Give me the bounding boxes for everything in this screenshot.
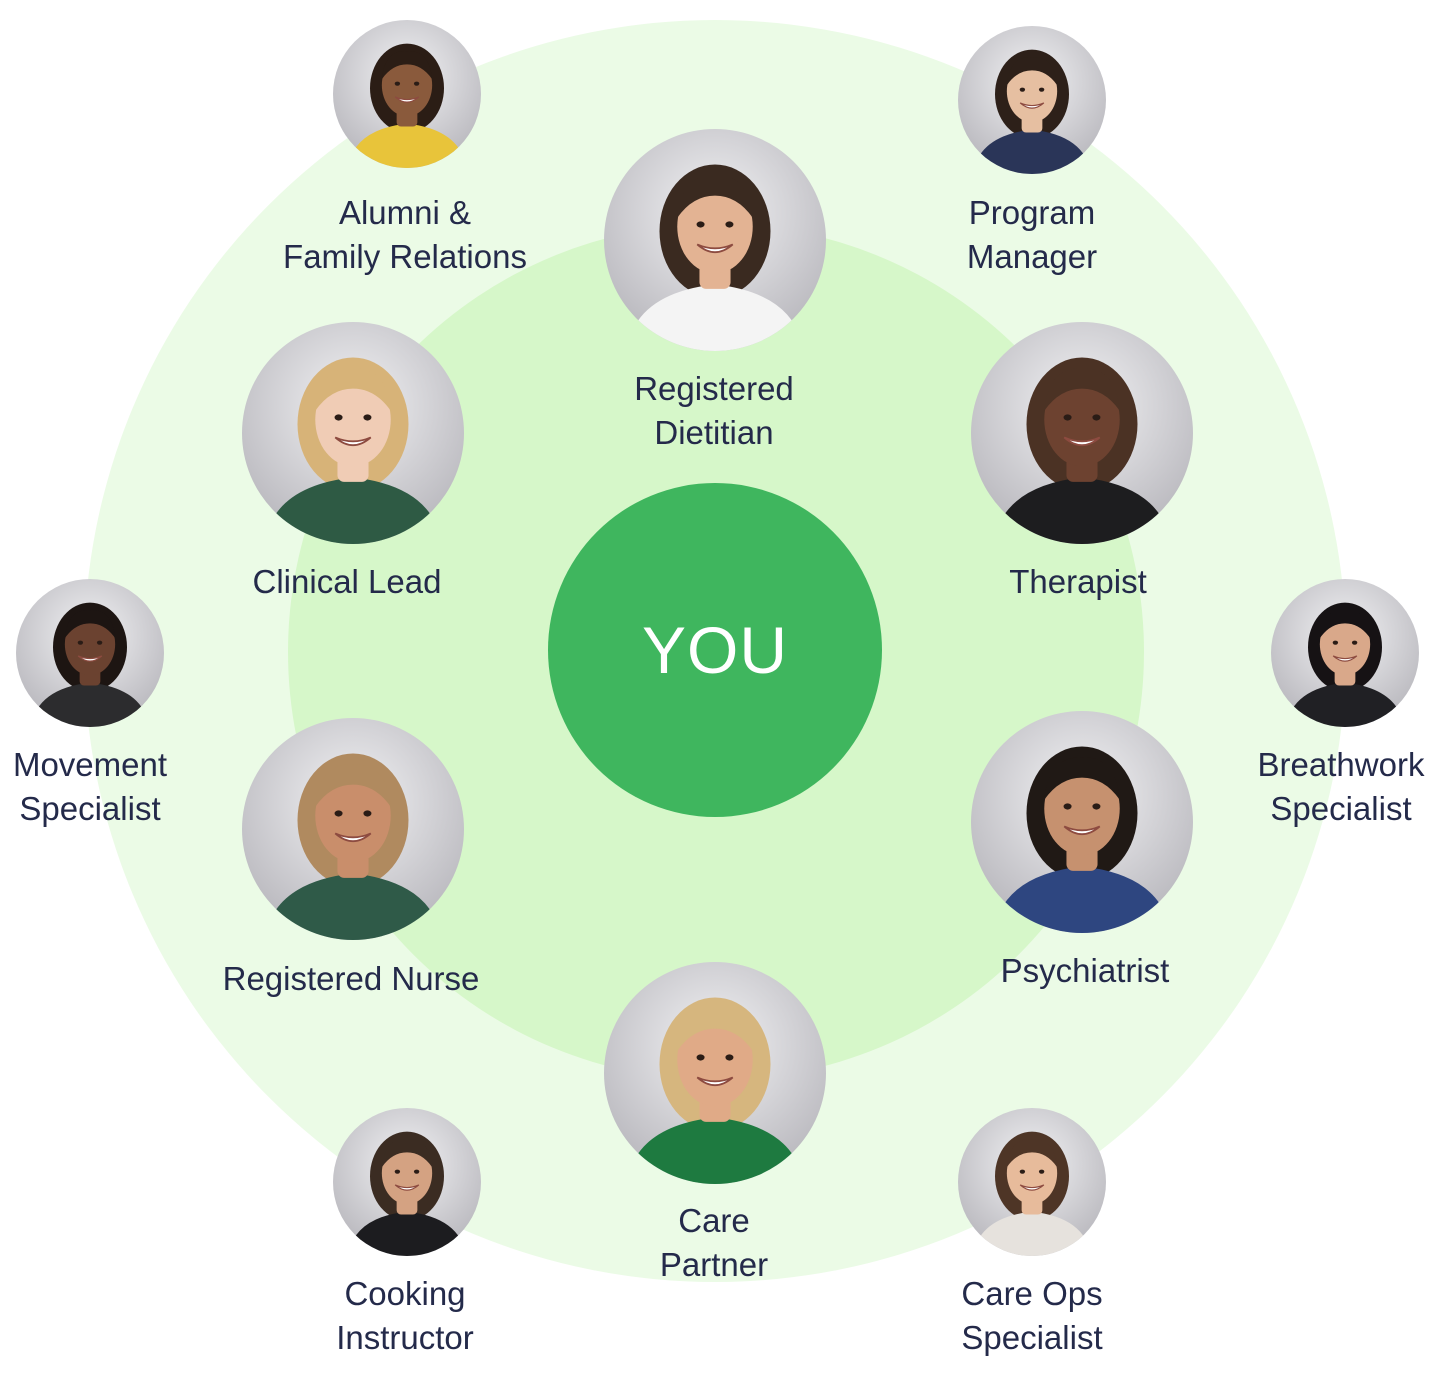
care-ops-specialist-label-line1: Care Ops xyxy=(961,1272,1102,1316)
portrait-image xyxy=(971,322,1193,544)
breathwork-specialist-label-line1: Breathwork xyxy=(1258,743,1425,787)
care-ops-specialist-label-line2: Specialist xyxy=(961,1316,1102,1360)
portrait-image xyxy=(971,711,1193,933)
movement-specialist-label-line2: Specialist xyxy=(13,787,167,831)
program-manager-avatar xyxy=(958,26,1106,174)
therapist-label-line1: Therapist xyxy=(1009,560,1147,604)
portrait-image xyxy=(333,20,481,168)
care-ops-specialist-label: Care Ops Specialist xyxy=(961,1272,1102,1360)
care-partner-label: Care Partner xyxy=(660,1199,768,1287)
care-partner-label-line2: Partner xyxy=(660,1243,768,1287)
portrait-image xyxy=(958,1108,1106,1256)
psychiatrist-avatar xyxy=(971,711,1193,933)
alumni-family-relations-label: Alumni & Family Relations xyxy=(283,191,527,279)
cooking-instructor-label: Cooking Instructor xyxy=(336,1272,474,1360)
breathwork-specialist-label: Breathwork Specialist xyxy=(1258,743,1425,831)
cooking-instructor-label-line1: Cooking xyxy=(336,1272,474,1316)
portrait-image xyxy=(958,26,1106,174)
portrait-image xyxy=(242,718,464,940)
portrait-image xyxy=(604,129,826,351)
registered-dietitian-label: Registered Dietitian xyxy=(634,367,794,455)
breathwork-specialist-avatar xyxy=(1271,579,1419,727)
movement-specialist-label: Movement Specialist xyxy=(13,743,167,831)
portrait-image xyxy=(604,962,826,1184)
psychiatrist-label: Psychiatrist xyxy=(1001,949,1170,993)
clinical-lead-avatar xyxy=(242,322,464,544)
portrait-image xyxy=(333,1108,481,1256)
registered-nurse-label-line1: Registered Nurse xyxy=(223,957,480,1001)
care-ops-specialist-avatar xyxy=(958,1108,1106,1256)
movement-specialist-label-line1: Movement xyxy=(13,743,167,787)
clinical-lead-label: Clinical Lead xyxy=(253,560,442,604)
breathwork-specialist-label-line2: Specialist xyxy=(1258,787,1425,831)
portrait-image xyxy=(16,579,164,727)
you-center-circle: YOU xyxy=(548,483,882,817)
alumni-family-relations-label-line2: Family Relations xyxy=(283,235,527,279)
portrait-image xyxy=(1271,579,1419,727)
portrait-image xyxy=(242,322,464,544)
cooking-instructor-avatar xyxy=(333,1108,481,1256)
cooking-instructor-label-line2: Instructor xyxy=(336,1316,474,1360)
alumni-family-relations-avatar xyxy=(333,20,481,168)
program-manager-label: Program Manager xyxy=(967,191,1097,279)
registered-dietitian-label-line1: Registered xyxy=(634,367,794,411)
you-label: YOU xyxy=(642,612,788,688)
registered-nurse-label: Registered Nurse xyxy=(223,957,480,1001)
therapist-label: Therapist xyxy=(1009,560,1147,604)
therapist-avatar xyxy=(971,322,1193,544)
care-partner-label-line1: Care xyxy=(660,1199,768,1243)
movement-specialist-avatar xyxy=(16,579,164,727)
program-manager-label-line2: Manager xyxy=(967,235,1097,279)
registered-dietitian-avatar xyxy=(604,129,826,351)
registered-dietitian-label-line2: Dietitian xyxy=(634,411,794,455)
psychiatrist-label-line1: Psychiatrist xyxy=(1001,949,1170,993)
program-manager-label-line1: Program xyxy=(967,191,1097,235)
care-partner-avatar xyxy=(604,962,826,1184)
clinical-lead-label-line1: Clinical Lead xyxy=(253,560,442,604)
registered-nurse-avatar xyxy=(242,718,464,940)
alumni-family-relations-label-line1: Alumni & xyxy=(283,191,527,235)
